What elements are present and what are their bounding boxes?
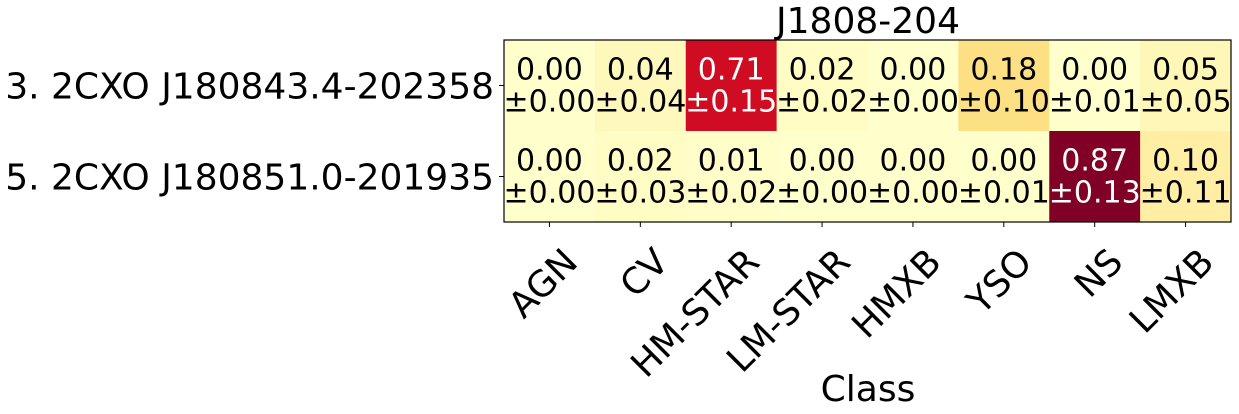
cell-error-label: ±0.00 xyxy=(867,85,959,120)
cell-value-label: 0.18 xyxy=(970,53,1037,88)
y-tick-label: 5. 2CXO J180851.0-201935 xyxy=(5,158,494,199)
heatmap-cell xyxy=(958,40,1050,132)
x-axis-label: Class xyxy=(821,369,916,410)
cell-value-label: 0.00 xyxy=(880,53,947,88)
cell-error-label: ±0.05 xyxy=(1140,85,1232,120)
cell-error-label: ±0.00 xyxy=(776,176,868,211)
cell-error-label: ±0.10 xyxy=(958,85,1050,120)
heatmap-cell xyxy=(594,131,687,223)
cell-error-label: ±0.00 xyxy=(503,85,595,120)
heatmap-cell xyxy=(504,131,596,223)
heatmap-cells xyxy=(504,40,1232,223)
heatmap-cell xyxy=(1049,131,1141,223)
x-tick-label: AGN xyxy=(501,241,586,326)
row-labels: 3. 2CXO J180843.4-202358 5. 2CXO J180851.… xyxy=(5,67,504,199)
cell-value-label: 0.00 xyxy=(516,53,583,88)
heatmap-cell xyxy=(776,40,868,132)
cell-value-label: 0.01 xyxy=(698,144,765,179)
cell-value-label: 0.00 xyxy=(1061,53,1128,88)
cell-error-label: ±0.00 xyxy=(503,176,595,211)
cell-error-label: ±0.00 xyxy=(867,176,959,211)
cell-error-label: ±0.15 xyxy=(685,85,777,120)
x-tick-label: HMXB xyxy=(844,241,949,346)
cell-error-label: ±0.04 xyxy=(594,85,686,120)
heatmap-cell xyxy=(958,131,1050,223)
x-tick-label: YSO xyxy=(959,241,1040,322)
cell-value-label: 0.02 xyxy=(789,53,856,88)
heatmap-cell xyxy=(1049,40,1141,132)
cell-value-label: 0.00 xyxy=(789,144,856,179)
cell-labels: 0.00±0.000.04±0.040.71±0.150.02±0.020.00… xyxy=(503,53,1231,211)
y-tick-label: 3. 2CXO J180843.4-202358 xyxy=(5,67,494,108)
cell-error-label: ±0.02 xyxy=(776,85,868,120)
cell-value-label: 0.00 xyxy=(516,144,583,179)
heatmap-cell xyxy=(1140,131,1232,223)
x-tick-label: CV xyxy=(613,241,677,305)
cell-value-label: 0.00 xyxy=(970,144,1037,179)
cell-error-label: ±0.01 xyxy=(1049,85,1141,120)
heatmap-cell xyxy=(867,131,959,223)
heatmap-cell xyxy=(504,40,596,132)
heatmap-cell xyxy=(867,40,959,132)
cell-error-label: ±0.01 xyxy=(958,176,1050,211)
cell-error-label: ±0.02 xyxy=(685,176,777,211)
cell-error-label: ±0.11 xyxy=(1140,176,1232,211)
cell-value-label: 0.02 xyxy=(607,144,674,179)
cell-value-label: 0.00 xyxy=(880,144,947,179)
cell-error-label: ±0.03 xyxy=(594,176,686,211)
cell-value-label: 0.87 xyxy=(1061,144,1128,179)
cell-value-label: 0.05 xyxy=(1152,53,1219,88)
heatmap-cell xyxy=(594,40,687,132)
heatmap-cell xyxy=(776,131,868,223)
x-tick-label: LMXB xyxy=(1122,241,1222,341)
cell-value-label: 0.71 xyxy=(698,53,765,88)
heatmap-cell xyxy=(685,40,778,132)
x-tick-label: NS xyxy=(1067,241,1131,305)
chart-title: J1808-204 xyxy=(774,1,960,42)
heatmap-cell xyxy=(685,131,778,223)
heatmap-cell xyxy=(1140,40,1232,132)
plot-frame xyxy=(503,39,1232,223)
cell-value-label: 0.10 xyxy=(1152,144,1219,179)
cell-error-label: ±0.13 xyxy=(1049,176,1141,211)
cell-value-label: 0.04 xyxy=(607,53,674,88)
